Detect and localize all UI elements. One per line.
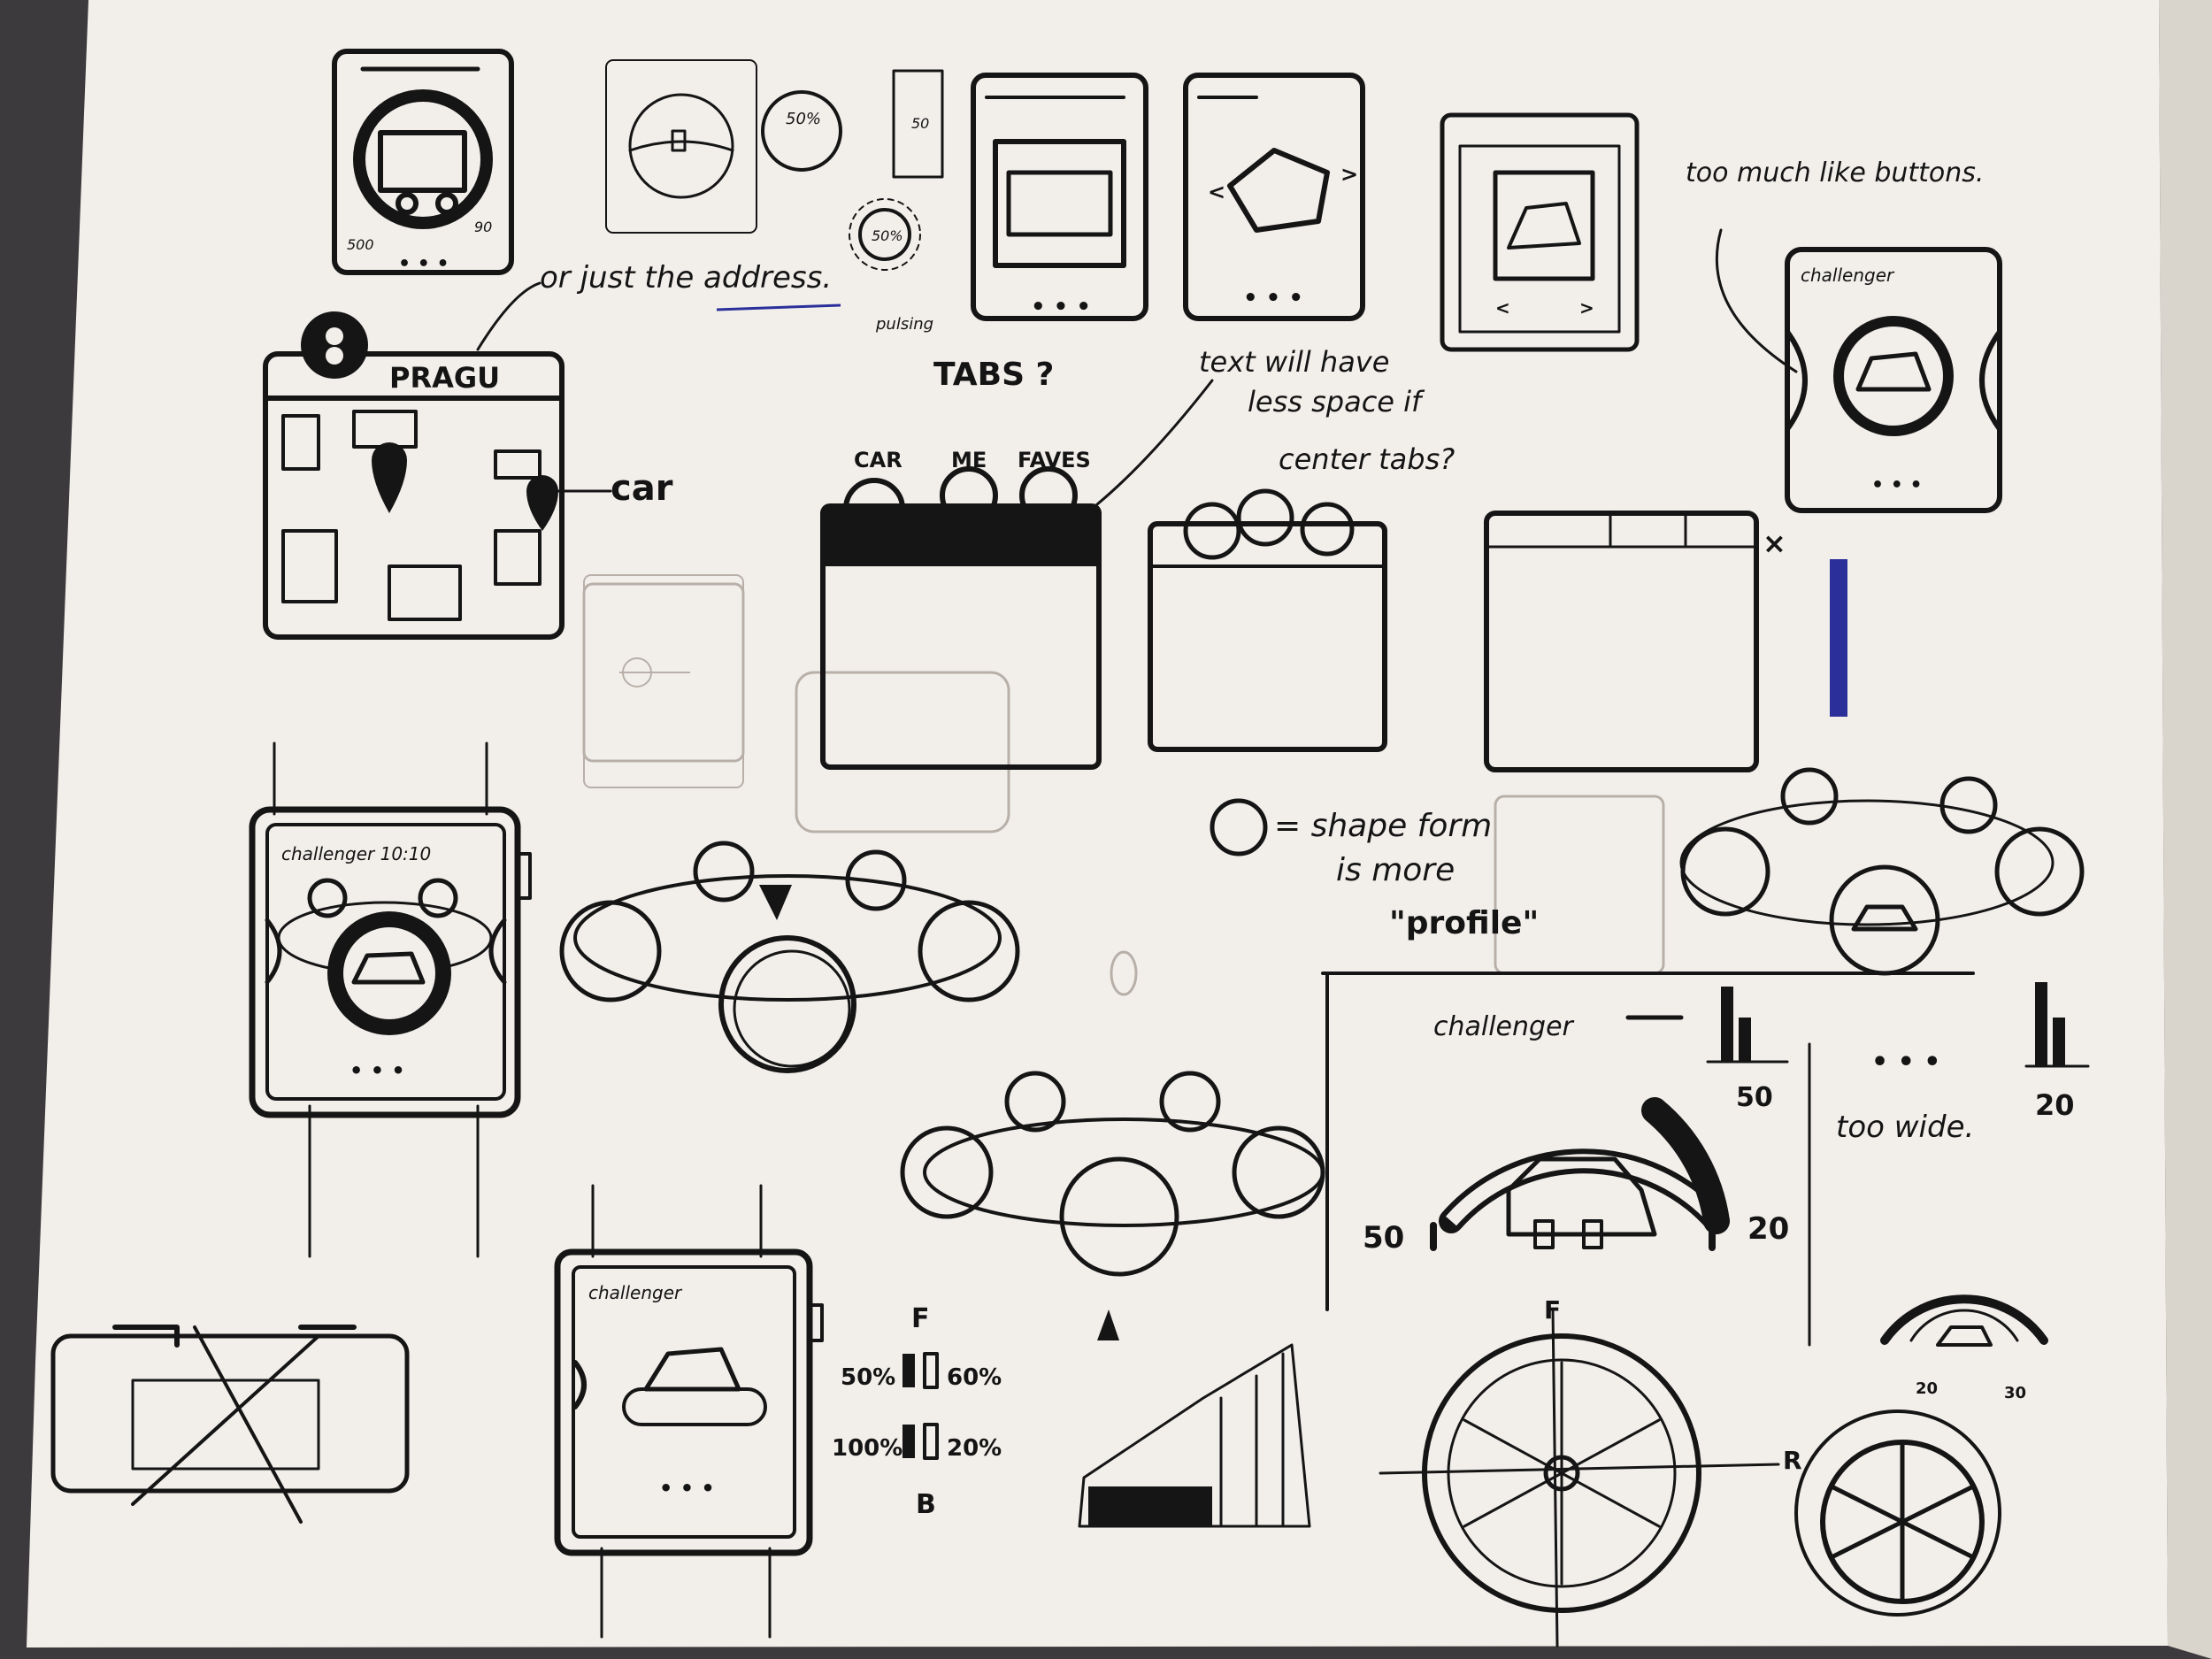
watch2-dots: • • • [659,1476,715,1501]
car-pin-icon [526,475,558,531]
sketch-watch-challenger: challenger 10:10 • • • [249,741,532,1258]
sketch-screen-5: < > [1440,112,1640,352]
front-left-pct: 50% [841,1364,895,1391]
pointer-triangle-up-icon [1097,1310,1119,1340]
blue-marker-stroke [1830,559,1847,717]
back-left-pct: 100% [832,1435,902,1462]
note-text-space-1: text will have [1199,345,1389,379]
wheel-sketch-large: F R [1379,1295,1802,1647]
screen6-dots: • • • [1871,474,1923,496]
sketch-gauge-frame: challenger 50 50 20 [1321,972,1975,1347]
paper-shadow-edge [2159,0,2212,1659]
note-or-just-address: or just the address. [540,260,832,296]
note-text-space-3: center tabs? [1279,442,1455,476]
pointer-triangle-icon [759,885,792,920]
screen4-dots: • • • [1243,285,1303,311]
sketch-gauge-wide: • • • 20 too wide. [1836,982,2090,1145]
sketch-screen-6: challenger • • • [1785,247,2002,513]
note-shape-form-1: = shape form [1274,808,1492,844]
svg-text:<: < [1495,297,1510,319]
sketch-tabs-outline [1148,488,1387,752]
faint-watch-sketch [583,574,744,788]
wide-dots: • • • [1871,1047,1940,1078]
map-title: PRAGU [389,361,500,395]
svg-text:>: > [1340,162,1358,187]
pulsing-circle-label: 50% [872,227,903,244]
back-right-pct: 20% [947,1435,1002,1462]
orbit-sketch-3 [1679,767,2085,976]
screen6-title: challenger [1801,265,1895,286]
watch2-title: challenger [588,1282,683,1303]
screen1-label-left: 500 [347,236,374,253]
screen3-dots: • • • [1031,294,1091,320]
sketch-screen-2: 50% 50 50% pulsing [605,59,944,334]
gauge-right-label: 20 [1747,1211,1789,1247]
note-shape-form-3: "profile" [1389,905,1539,941]
tab-label-car: CAR [854,448,902,472]
small-gauge-left: 20 [1916,1379,1938,1398]
hatched-ramp-sketch [1078,1343,1311,1528]
small-gauge-right: 30 [2004,1384,2026,1402]
sketch-watch-car: challenger • • • [554,1184,824,1639]
pulsing-note: pulsing [875,315,933,334]
sketch-tabs-black: CAR ME FAVES [820,448,1102,770]
sketch-tabs-folder: × [1484,511,1786,772]
note-shape-form-2: is more [1336,852,1455,888]
tire-pressure-sketch: F 50% 60% 100% 20% B [832,1303,1002,1520]
back-label: B [916,1489,936,1520]
orbit-sketch-1 [559,841,1020,1073]
sketch-screen-3: • • • [971,73,1148,321]
wheel-sketch-small: 20 30 [1794,1294,2048,1617]
watch-title: challenger 10:10 [281,843,431,864]
map-pin-icon [372,442,407,513]
svg-text:>: > [1579,297,1594,319]
watch-dots: • • • [349,1058,405,1083]
sketch-screen-1: 500 90 • • • [332,49,514,275]
sketch-map-screen: PRAGU car [263,311,673,640]
note-too-much-like-buttons: too much like buttons. [1686,157,1984,188]
note-tabs: TABS ? [933,357,1054,393]
note-text-space-2: less space if [1248,385,1425,419]
wheel-right-label: R [1783,1446,1802,1475]
svg-text:<: < [1208,180,1225,204]
note-too-wide: too wide. [1836,1110,1974,1145]
bar-left-label: 50 [1736,1082,1773,1113]
screen1-label-right: 90 [474,219,492,235]
bar-right-label: 20 [2035,1088,2075,1122]
sketch-crossed-out-car [50,1325,410,1524]
tall-screen-label: 50 [911,115,929,132]
gauge-left-label: 50 [1363,1220,1404,1256]
front-label: F [911,1303,930,1334]
wheel-front-label: F [1544,1295,1561,1325]
orbit-sketch-2 [900,1071,1325,1340]
gauge-title: challenger [1433,1011,1575,1042]
screen1-dots: • • • [398,253,449,275]
front-right-pct: 60% [947,1364,1002,1391]
close-x-mark: × [1763,526,1786,560]
car-note: car [611,468,673,509]
gauge-percent-label: 50% [786,110,821,128]
sketch-screen-4: < > • • • [1183,73,1365,321]
shape-form-note: = shape form is more "profile" [1210,798,1539,941]
